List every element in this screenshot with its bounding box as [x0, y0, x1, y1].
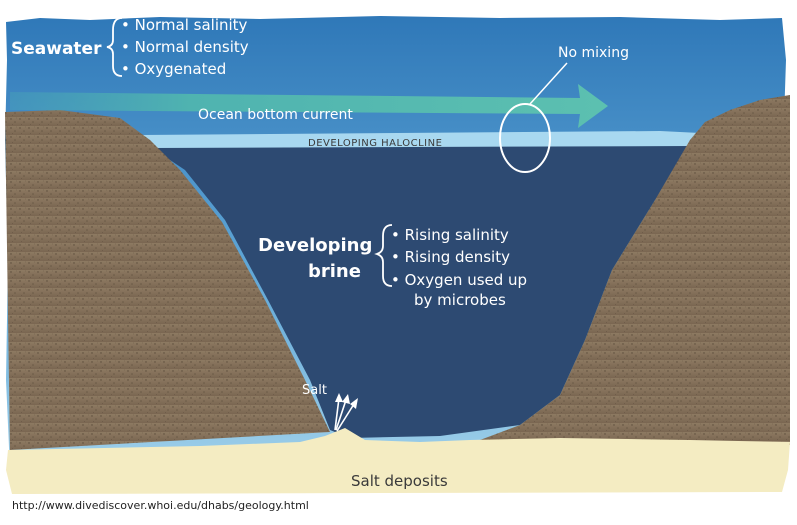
source-url: http://www.divediscover.whoi.edu/dhabs/g… — [12, 499, 309, 512]
no-mixing-label: No mixing — [558, 45, 629, 61]
halocline-label: DEVELOPING HALOCLINE — [308, 138, 442, 149]
seawater-bullet-density: • Normal density — [121, 38, 249, 56]
brine-bullet-oxygen: • Oxygen used up — [391, 271, 527, 289]
brine-title-line2: brine — [308, 261, 361, 282]
brine-bullet-density: • Rising density — [391, 248, 510, 266]
seawater-title: Seawater — [11, 39, 102, 59]
brine-brace — [374, 224, 393, 287]
right-rock-wall — [480, 95, 790, 445]
ocean-bottom-current-arrow — [10, 84, 608, 128]
seawater-bullet-oxygen: • Oxygenated — [121, 60, 226, 78]
salt-arrows — [334, 393, 358, 432]
salt-deposits-label: Salt deposits — [351, 472, 448, 490]
seawater-bullet-salinity: • Normal salinity — [121, 16, 248, 34]
no-mixing-leader-line — [529, 62, 568, 105]
ocean-bottom-current-label: Ocean bottom current — [198, 107, 353, 123]
no-mixing-ellipse — [499, 103, 551, 173]
brine-bullet-salinity: • Rising salinity — [391, 226, 509, 244]
left-rock-wall — [5, 110, 330, 450]
salt-label: Salt — [302, 383, 327, 398]
brine-pool — [140, 140, 700, 438]
halocline-band — [140, 131, 700, 148]
brine-title-line1: Developing — [258, 235, 372, 256]
seawater-brace — [106, 17, 123, 77]
brine-bullet-oxygen-cont: by microbes — [414, 291, 506, 309]
salt-deposit-layer — [6, 428, 790, 494]
